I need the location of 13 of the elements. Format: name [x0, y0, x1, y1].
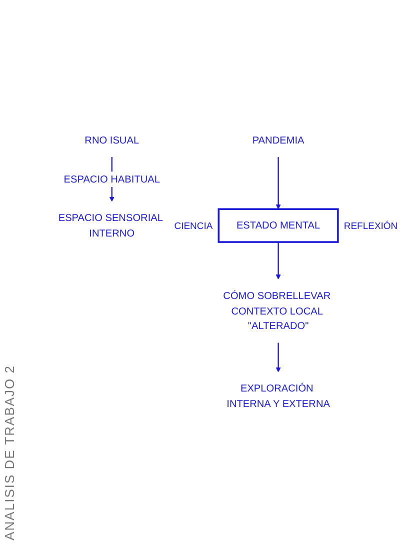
side-note: REFLEXIÓN	[344, 221, 398, 232]
node-text: CÓMO SOBRELLEVAR CONTEXTO LOCAL "ALTERADO"	[223, 290, 331, 332]
node-text: PANDEMIA	[252, 134, 304, 146]
edge-label: ESPACIO HABITUAL	[64, 173, 160, 185]
node-text: ESPACIO SENSORIAL INTERNO	[58, 212, 163, 239]
node-text: EXPLORACIÓN INTERNA Y EXTERNA	[226, 382, 330, 410]
arrow	[276, 242, 281, 280]
node-text: RNO ISUAL	[84, 134, 140, 146]
arrow	[276, 342, 281, 372]
node-box: ESTADO MENTAL	[218, 208, 339, 243]
margin-note: ANALISIS DE TRABAJO 2	[2, 364, 18, 540]
arrow	[276, 156, 281, 210]
side-note: CIENCIA	[174, 221, 213, 232]
